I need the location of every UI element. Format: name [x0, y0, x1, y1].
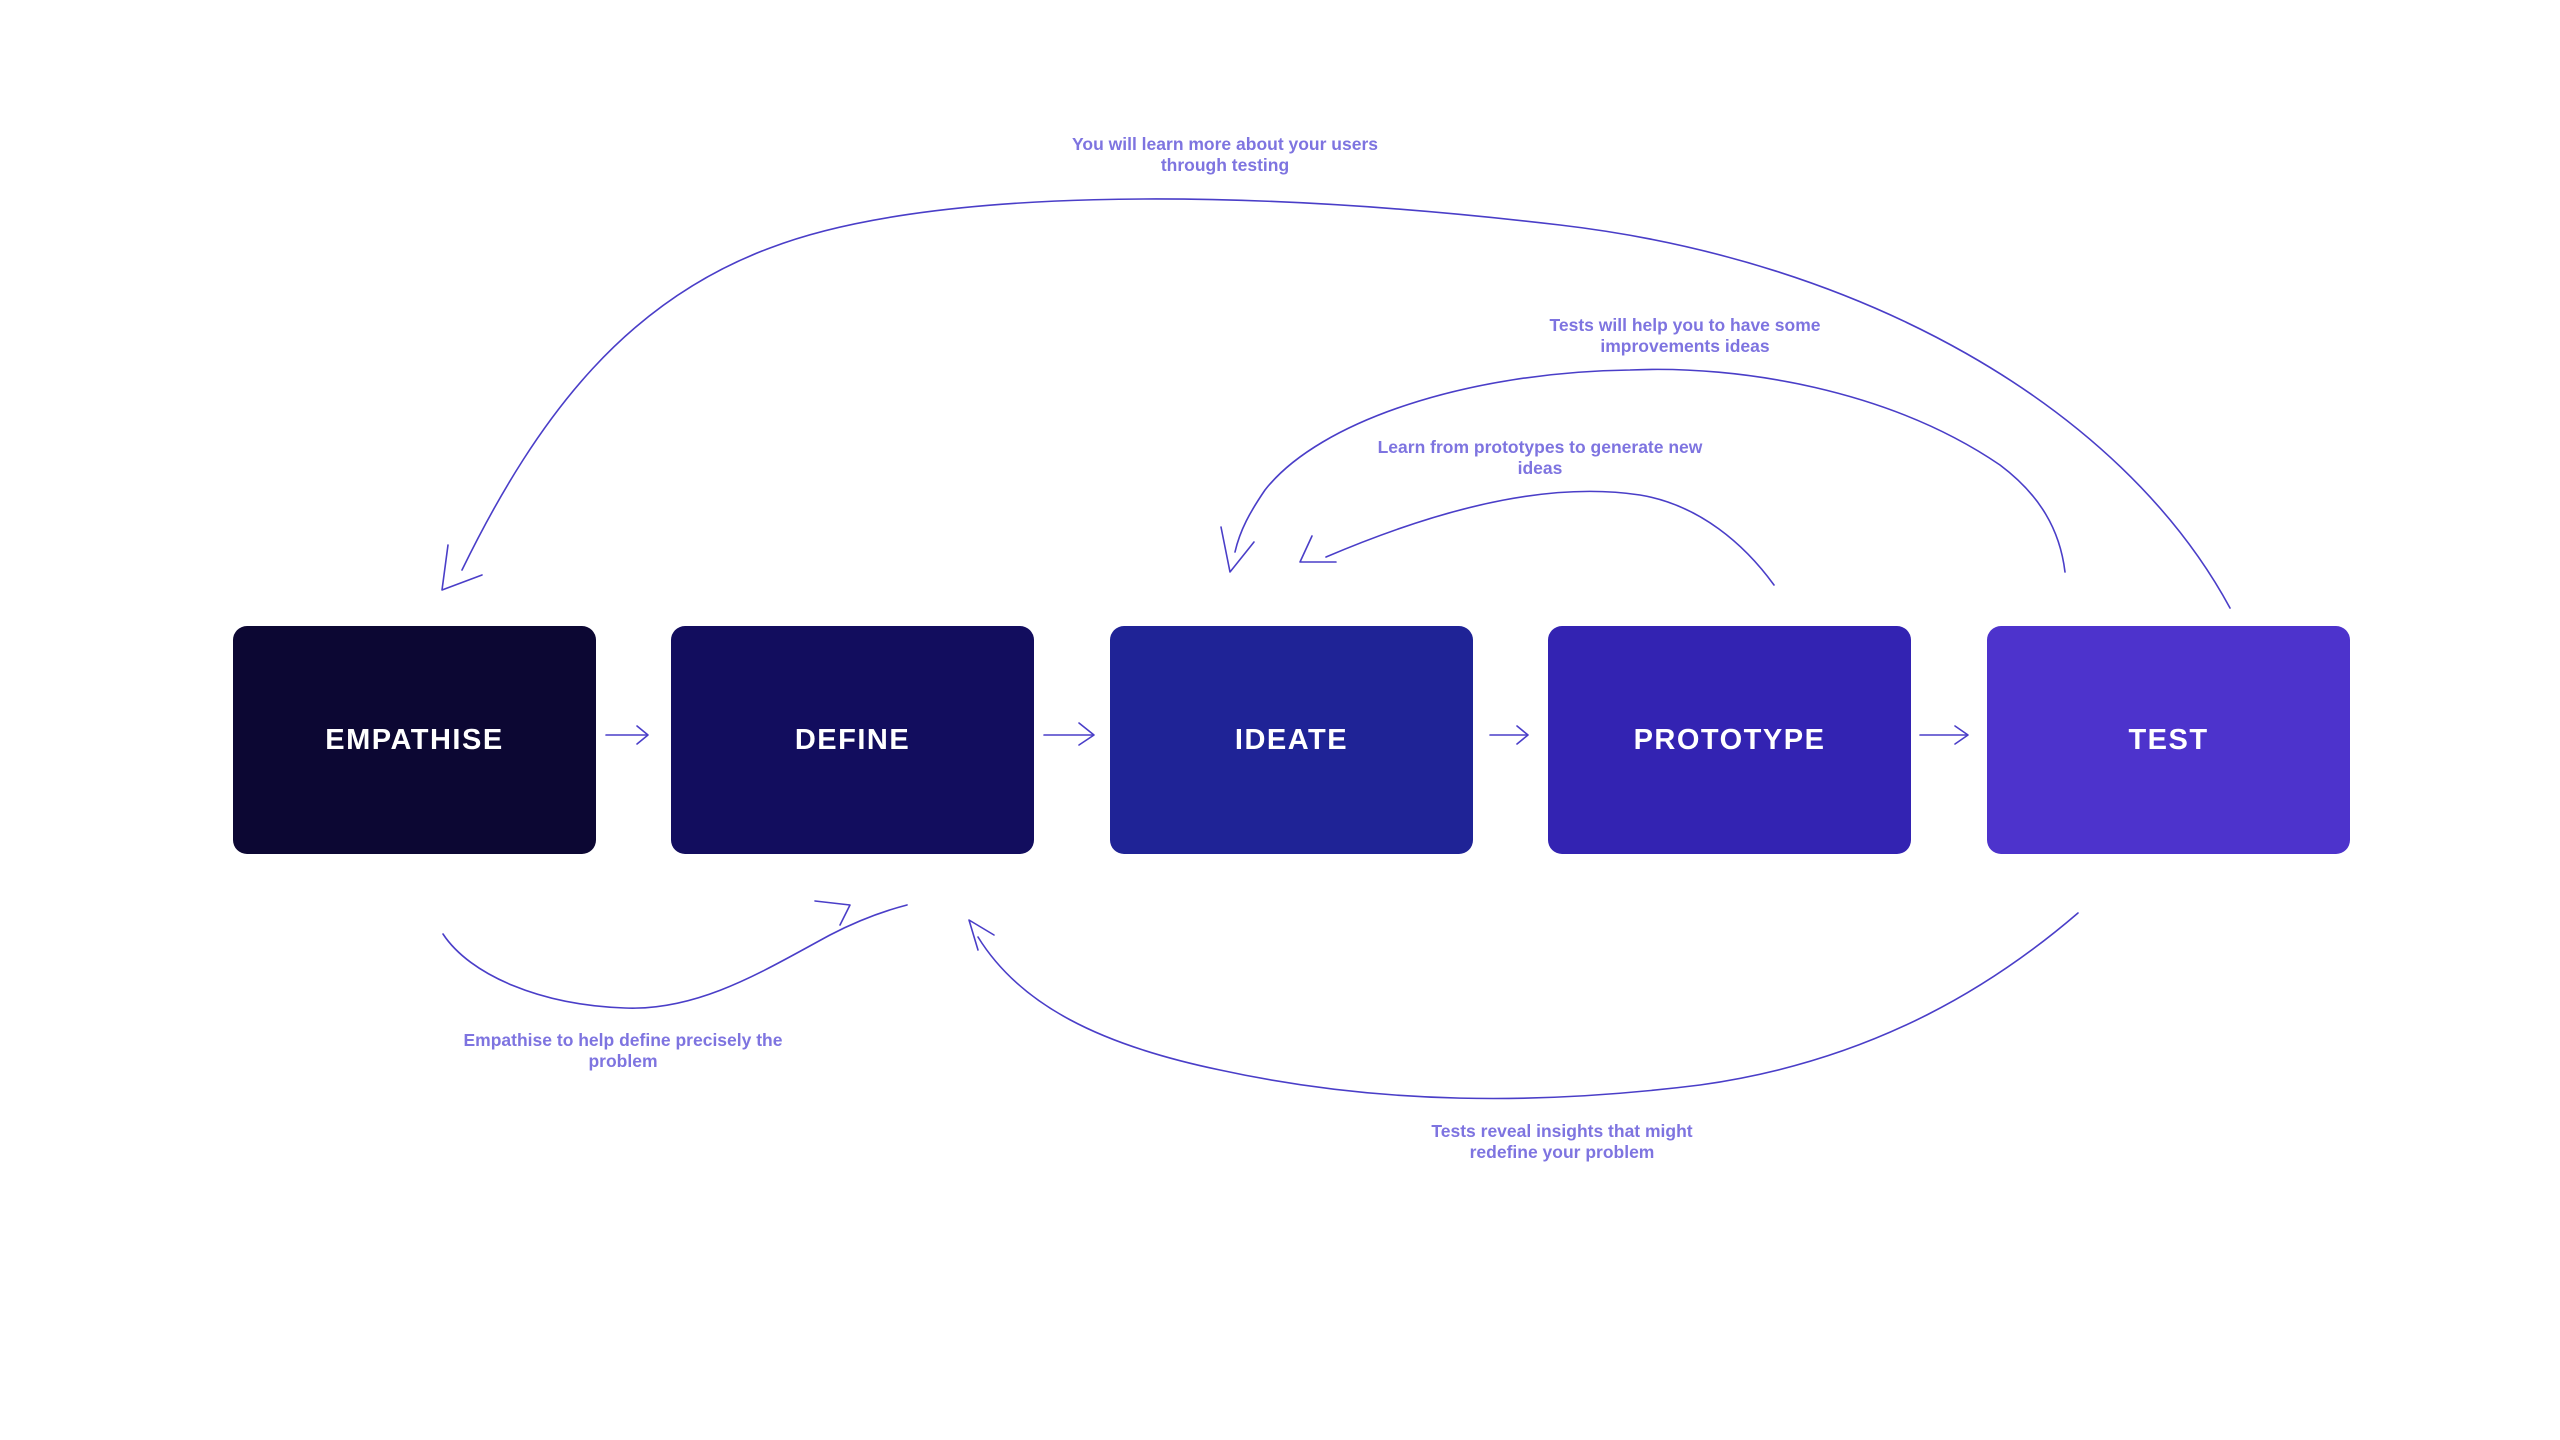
annotation-test-to-define: Tests reveal insights that might redefin… — [1431, 1121, 1693, 1162]
stage-ideate: IDEATE — [1110, 626, 1473, 854]
stage-label-prototype: PROTOTYPE — [1633, 723, 1826, 756]
stage-empathise: EMPATHISE — [233, 626, 596, 854]
annotation-test-to-empathise: You will learn more about your users thr… — [1072, 134, 1378, 175]
loop-arrow-test-to-define — [968, 912, 2079, 1100]
loop-arrow-prototype-to-ideate — [1299, 490, 1775, 586]
loop-arrow-test-to-ideate — [1220, 368, 2066, 573]
forward-arrow-empathise-define — [605, 725, 649, 745]
stage-label-empathise: EMPATHISE — [325, 723, 504, 756]
stage-label-ideate: IDEATE — [1234, 723, 1349, 756]
annotation-prototype-to-ideate: Learn from prototypes to generate new id… — [1377, 437, 1703, 478]
stage-label-define: DEFINE — [794, 723, 911, 756]
annotation-test-to-ideate: Tests will help you to have some improve… — [1549, 315, 1821, 356]
loop-arrow-test-to-empathise — [441, 198, 2231, 609]
stage-define: DEFINE — [671, 626, 1034, 854]
stage-prototype: PROTOTYPE — [1548, 626, 1911, 854]
annotation-empathise-to-define: Empathise to help define precisely the p… — [463, 1030, 783, 1071]
forward-arrow-ideate-prototype — [1489, 725, 1529, 745]
stage-label-test: TEST — [2128, 723, 2209, 756]
forward-arrow-prototype-test — [1919, 725, 1969, 745]
forward-arrow-define-ideate — [1043, 722, 1095, 746]
stage-test: TEST — [1987, 626, 2350, 854]
loop-arrow-empathise-to-define — [442, 900, 908, 1009]
